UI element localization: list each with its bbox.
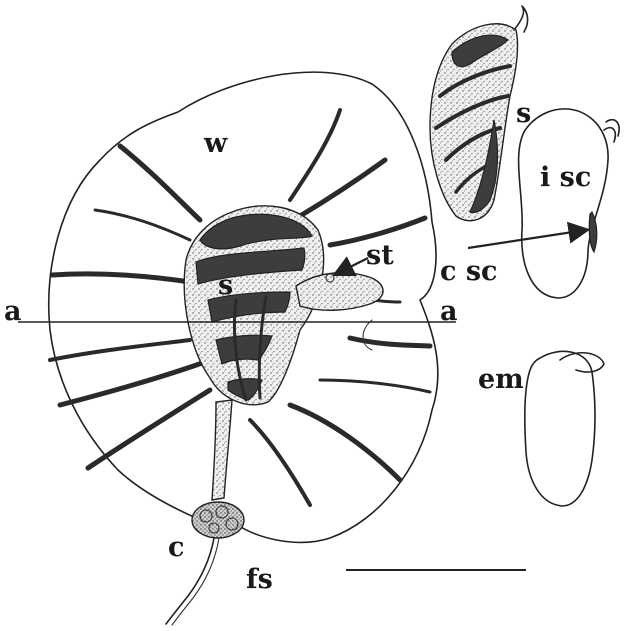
- label-seed-detail: s: [516, 98, 531, 129]
- winged-seed-illustration: [18, 72, 456, 625]
- label-stalk: st: [366, 240, 394, 271]
- label-collar: c: [168, 532, 184, 563]
- coat-arrow: [468, 230, 586, 248]
- label-wing: w: [203, 128, 228, 159]
- stalk-arrow: [336, 258, 368, 274]
- embryo-outline: [525, 351, 604, 506]
- label-embryo: em: [478, 364, 524, 395]
- label-seed-main: s: [218, 270, 233, 301]
- collar-knob: [192, 502, 244, 538]
- label-section-left: a: [4, 296, 22, 327]
- label-section-right: a: [440, 296, 458, 327]
- label-coat-seed-coat: c sc: [440, 256, 497, 287]
- stalk-projection: [296, 273, 383, 311]
- label-inner-seed-coat: i sc: [540, 162, 591, 193]
- funicle-stalk: [212, 400, 232, 500]
- detached-seed: [430, 6, 528, 221]
- label-funicle-stalk: fs: [246, 564, 273, 595]
